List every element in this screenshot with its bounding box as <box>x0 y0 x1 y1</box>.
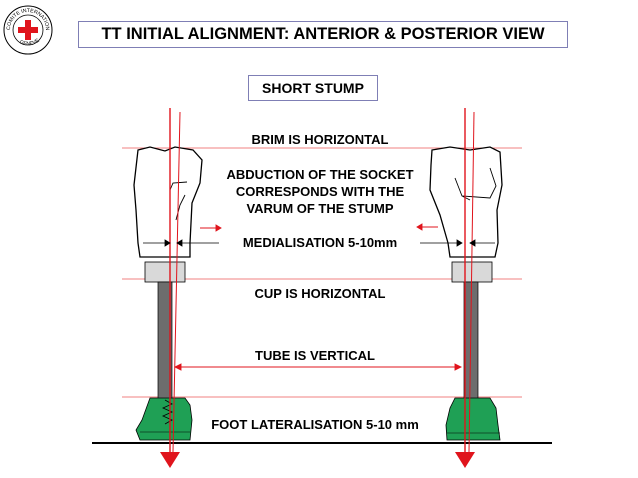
abduction-line-2: CORRESPONDS WITH THE <box>235 184 405 199</box>
left-down-arrow-icon <box>160 452 180 468</box>
right-socket-detail <box>454 167 497 201</box>
abduction-line-3: VARUM OF THE STUMP <box>246 201 394 216</box>
left-medialisation-arrows <box>143 239 219 247</box>
red-cross-icon <box>18 20 38 40</box>
right-prosthesis <box>429 146 503 441</box>
right-red-arrow-icon <box>416 223 438 231</box>
foot-label: FOOT LATERALISATION 5-10 mm <box>211 417 419 432</box>
left-socket-detail <box>169 181 188 221</box>
right-medialisation-arrows <box>420 239 495 247</box>
logo-text-bottom: GENEVE <box>18 37 41 47</box>
left-foot <box>135 397 193 441</box>
page-title: TT INITIAL ALIGNMENT: ANTERIOR & POSTERI… <box>78 21 568 48</box>
left-adapter <box>144 261 186 283</box>
right-socket <box>429 146 503 258</box>
right-down-arrow-icon <box>455 452 475 468</box>
abduction-label: ABDUCTION OF THE SOCKET CORRESPONDS WITH… <box>210 166 430 217</box>
right-axis-line <box>468 111 475 453</box>
left-socket <box>133 146 203 258</box>
abduction-line-1: ABDUCTION OF THE SOCKET <box>226 167 414 182</box>
icrc-logo: COMITE INTERNATIONAL GENEVE <box>2 4 53 55</box>
medialisation-label: MEDIALISATION 5-10mm <box>242 235 398 250</box>
subtitle-short-stump: SHORT STUMP <box>248 75 378 101</box>
brim-label: BRIM IS HORIZONTAL <box>251 132 389 147</box>
left-axis-line <box>172 111 181 453</box>
tube-label: TUBE IS VERTICAL <box>255 348 375 363</box>
cup-label: CUP IS HORIZONTAL <box>254 286 386 301</box>
svg-text:GENEVE: GENEVE <box>18 37 41 47</box>
left-prosthesis <box>133 146 203 441</box>
left-foot-spring <box>162 399 173 425</box>
tube-distance-arrow <box>173 363 463 371</box>
left-red-arrow-icon <box>200 224 222 232</box>
right-foot <box>445 397 501 441</box>
